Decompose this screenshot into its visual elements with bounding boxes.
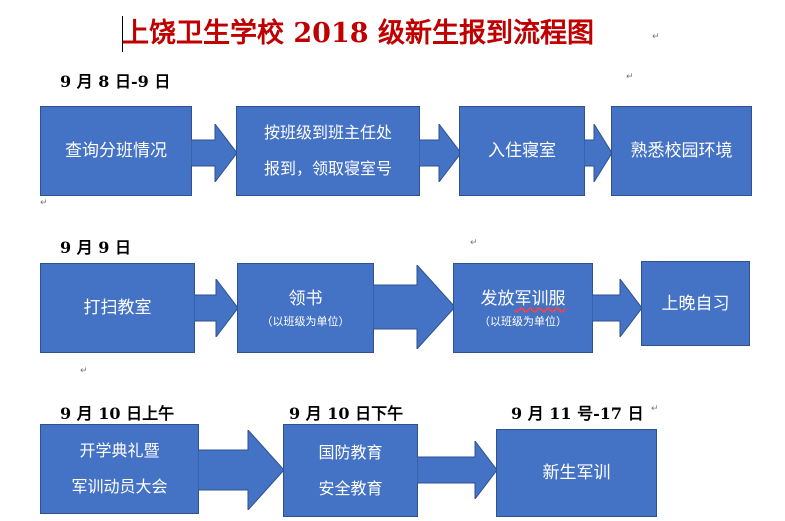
- section-2-date: 9 月 9 日: [60, 238, 131, 257]
- paragraph-mark-icon: ↵: [470, 238, 478, 248]
- step-line-1: 国防教育: [318, 442, 383, 462]
- step-note: （以班级为单位）: [261, 315, 350, 328]
- step-note: （以班级为单位）: [479, 315, 567, 328]
- arrow-right-icon: [191, 124, 237, 182]
- step-opening-ceremony: 开学典礼暨 军训动员大会: [40, 424, 199, 514]
- arrow-right-icon: [198, 430, 284, 510]
- arrow-right-icon: [417, 441, 497, 499]
- step-label: 发放军训服: [481, 285, 566, 313]
- step-line-1: 开学典礼暨: [79, 441, 160, 460]
- step-label: 熟悉校园环境: [630, 141, 733, 161]
- step-issue-uniform: 发放军训服 （以班级为单位）: [453, 263, 593, 353]
- step-label: 领书: [288, 289, 323, 309]
- step-label-plain: 发放: [480, 289, 515, 309]
- step-label: 查询分班情况: [65, 141, 167, 161]
- step-line-2: 报到，领取寝室号: [263, 159, 392, 178]
- paragraph-mark-icon: ↵: [40, 198, 48, 208]
- step-evening-study: 上晚自习: [641, 261, 750, 346]
- step-line-2: 安全教育: [318, 478, 383, 498]
- step-move-in-dorm: 入住寝室: [459, 106, 585, 196]
- step-report-to-teacher: 按班级到班主任处 报到，领取寝室号: [236, 106, 420, 196]
- paragraph-mark-icon: ↵: [651, 404, 659, 414]
- arrow-right-icon: [373, 265, 455, 349]
- arrow-right-icon: [584, 124, 612, 182]
- step-defense-safety-education: 国防教育 安全教育: [283, 424, 418, 517]
- step-label: 新生军训: [542, 463, 611, 483]
- step-clean-classroom: 打扫教室: [40, 263, 195, 353]
- step-familiarize-campus: 熟悉校园环境: [611, 106, 752, 196]
- step-label: 入住寝室: [488, 141, 556, 161]
- step-label: 打扫教室: [83, 298, 152, 318]
- page-title: 上饶卫生学校 2018 级新生报到流程图: [122, 18, 594, 49]
- paragraph-mark-icon: ↵: [652, 32, 660, 42]
- section-3-date-training: 9 月 11 号-17 日: [511, 404, 644, 423]
- section-3-date-afternoon: 9 月 10 日下午: [289, 404, 404, 423]
- step-line-1: 按班级到班主任处: [263, 123, 392, 142]
- step-line-2: 军训动员大会: [71, 477, 168, 496]
- step-label: 上晚自习: [661, 293, 730, 314]
- arrow-right-icon: [419, 124, 461, 182]
- step-label-underlined: 军训服: [514, 289, 566, 309]
- step-military-training: 新生军训: [496, 429, 657, 517]
- paragraph-mark-icon: ↵: [626, 72, 634, 82]
- section-3-date-morning: 9 月 10 日上午: [60, 404, 175, 423]
- text-cursor: [122, 16, 123, 52]
- step-collect-books: 领书 （以班级为单位）: [237, 263, 374, 353]
- step-query-class: 查询分班情况: [40, 106, 192, 196]
- paragraph-mark-icon: ↵: [80, 366, 88, 376]
- arrow-right-icon: [194, 279, 238, 337]
- arrow-right-icon: [592, 279, 642, 337]
- section-1-date: 9 月 8 日-9 日: [60, 72, 171, 91]
